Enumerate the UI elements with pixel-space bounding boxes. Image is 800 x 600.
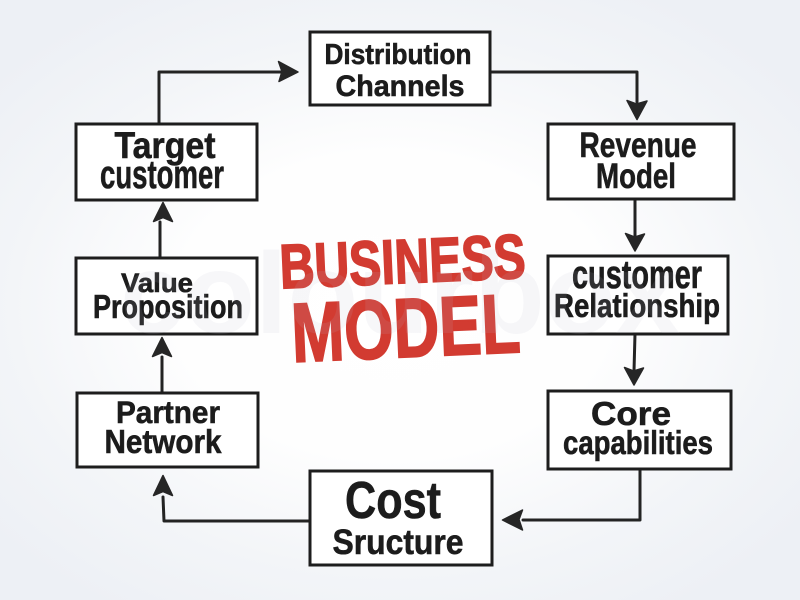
svg-text:Core: Core <box>591 396 671 433</box>
svg-text:Model: Model <box>596 156 676 196</box>
svg-text:Relationship: Relationship <box>554 287 720 324</box>
svg-text:customer: customer <box>100 153 224 197</box>
svg-text:Cost: Cost <box>345 472 441 530</box>
svg-text:Distribution: Distribution <box>325 39 472 71</box>
svg-text:Proposition: Proposition <box>93 288 243 325</box>
svg-text:MODEL: MODEL <box>289 276 522 380</box>
svg-text:colourbox: colourbox <box>120 230 680 358</box>
svg-text:capabilities: capabilities <box>563 424 713 461</box>
svg-text:Value: Value <box>121 268 193 298</box>
svg-text:Network: Network <box>105 423 223 460</box>
svg-text:Partner: Partner <box>116 394 220 430</box>
svg-text:customer: customer <box>572 253 702 297</box>
svg-text:Target: Target <box>115 125 216 166</box>
svg-text:BUSINESS: BUSINESS <box>278 222 527 303</box>
svg-text:Revenue: Revenue <box>580 125 697 165</box>
svg-text:Channels: Channels <box>336 70 465 103</box>
svg-text:Sructure: Sructure <box>333 522 464 562</box>
